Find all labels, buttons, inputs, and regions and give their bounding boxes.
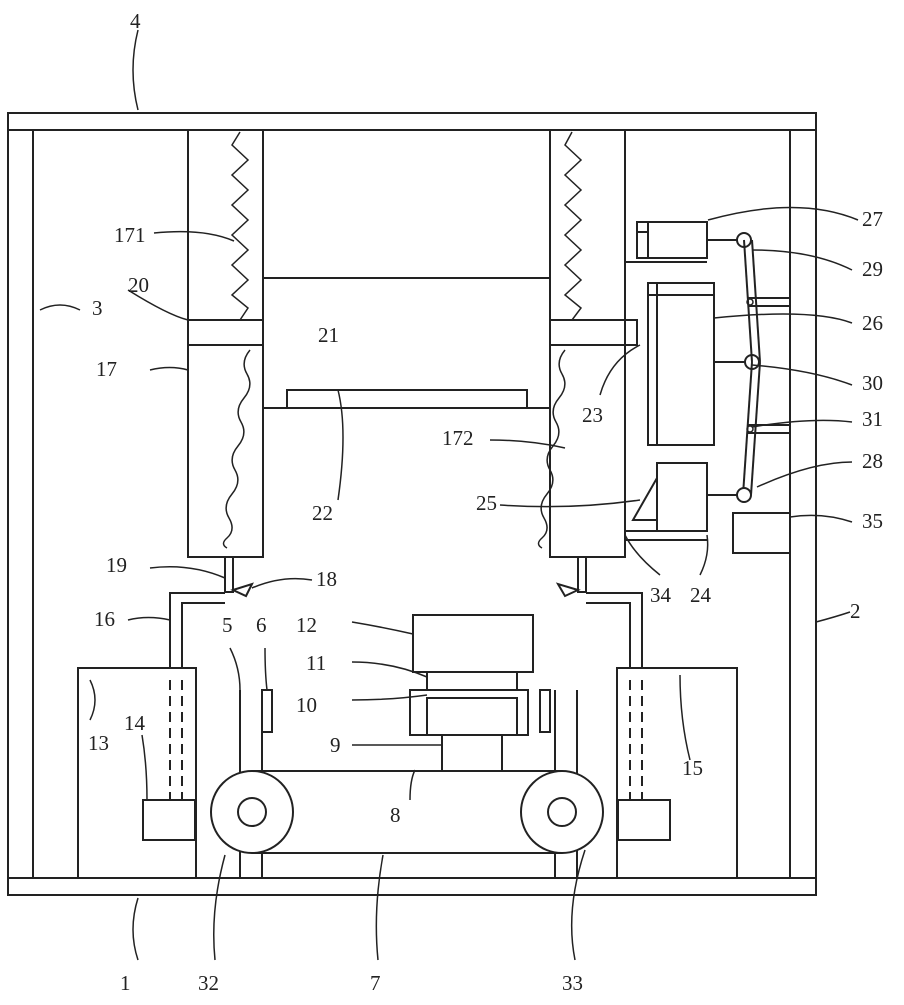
label-172: 172 [442,426,474,450]
label-29: 29 [862,257,883,281]
label-6: 6 [256,613,267,637]
label-15: 15 [682,756,703,780]
label-4: 4 [130,9,141,33]
press-unit [409,614,534,772]
label-171: 171 [114,223,146,247]
label-30: 30 [862,371,883,395]
label-1: 1 [120,971,131,995]
label-19: 19 [106,553,127,577]
label-18: 18 [316,567,337,591]
label-31: 31 [862,407,883,431]
label-21: 21 [318,323,339,347]
label-8: 8 [390,803,401,827]
label-5: 5 [222,613,233,637]
right-column [537,130,626,593]
label-34: 34 [650,583,672,607]
leader-lines [39,29,859,961]
label-33: 33 [562,971,583,995]
reference-labels: 4 27 171 29 20 3 21 26 17 30 23 31 172 2… [88,9,883,995]
label-35: 35 [862,509,883,533]
label-2: 2 [850,599,861,623]
label-27: 27 [862,207,883,231]
label-25: 25 [476,491,497,515]
conveyor [210,689,604,878]
tanks [77,667,738,879]
side-mechanism [625,221,791,554]
label-10: 10 [296,693,317,717]
label-16: 16 [94,607,115,631]
label-26: 26 [862,311,883,335]
label-24: 24 [690,583,712,607]
label-11: 11 [306,651,326,675]
label-20: 20 [128,273,149,297]
label-13: 13 [88,731,109,755]
label-17: 17 [96,357,117,381]
label-12: 12 [296,613,317,637]
label-9: 9 [330,733,341,757]
label-23: 23 [582,403,603,427]
label-3: 3 [92,296,103,320]
label-28: 28 [862,449,883,473]
center-assembly [263,277,638,409]
label-14: 14 [124,711,146,735]
left-column [187,130,264,593]
frame [7,112,817,896]
label-7: 7 [370,971,381,995]
label-32: 32 [198,971,219,995]
label-22: 22 [312,501,333,525]
